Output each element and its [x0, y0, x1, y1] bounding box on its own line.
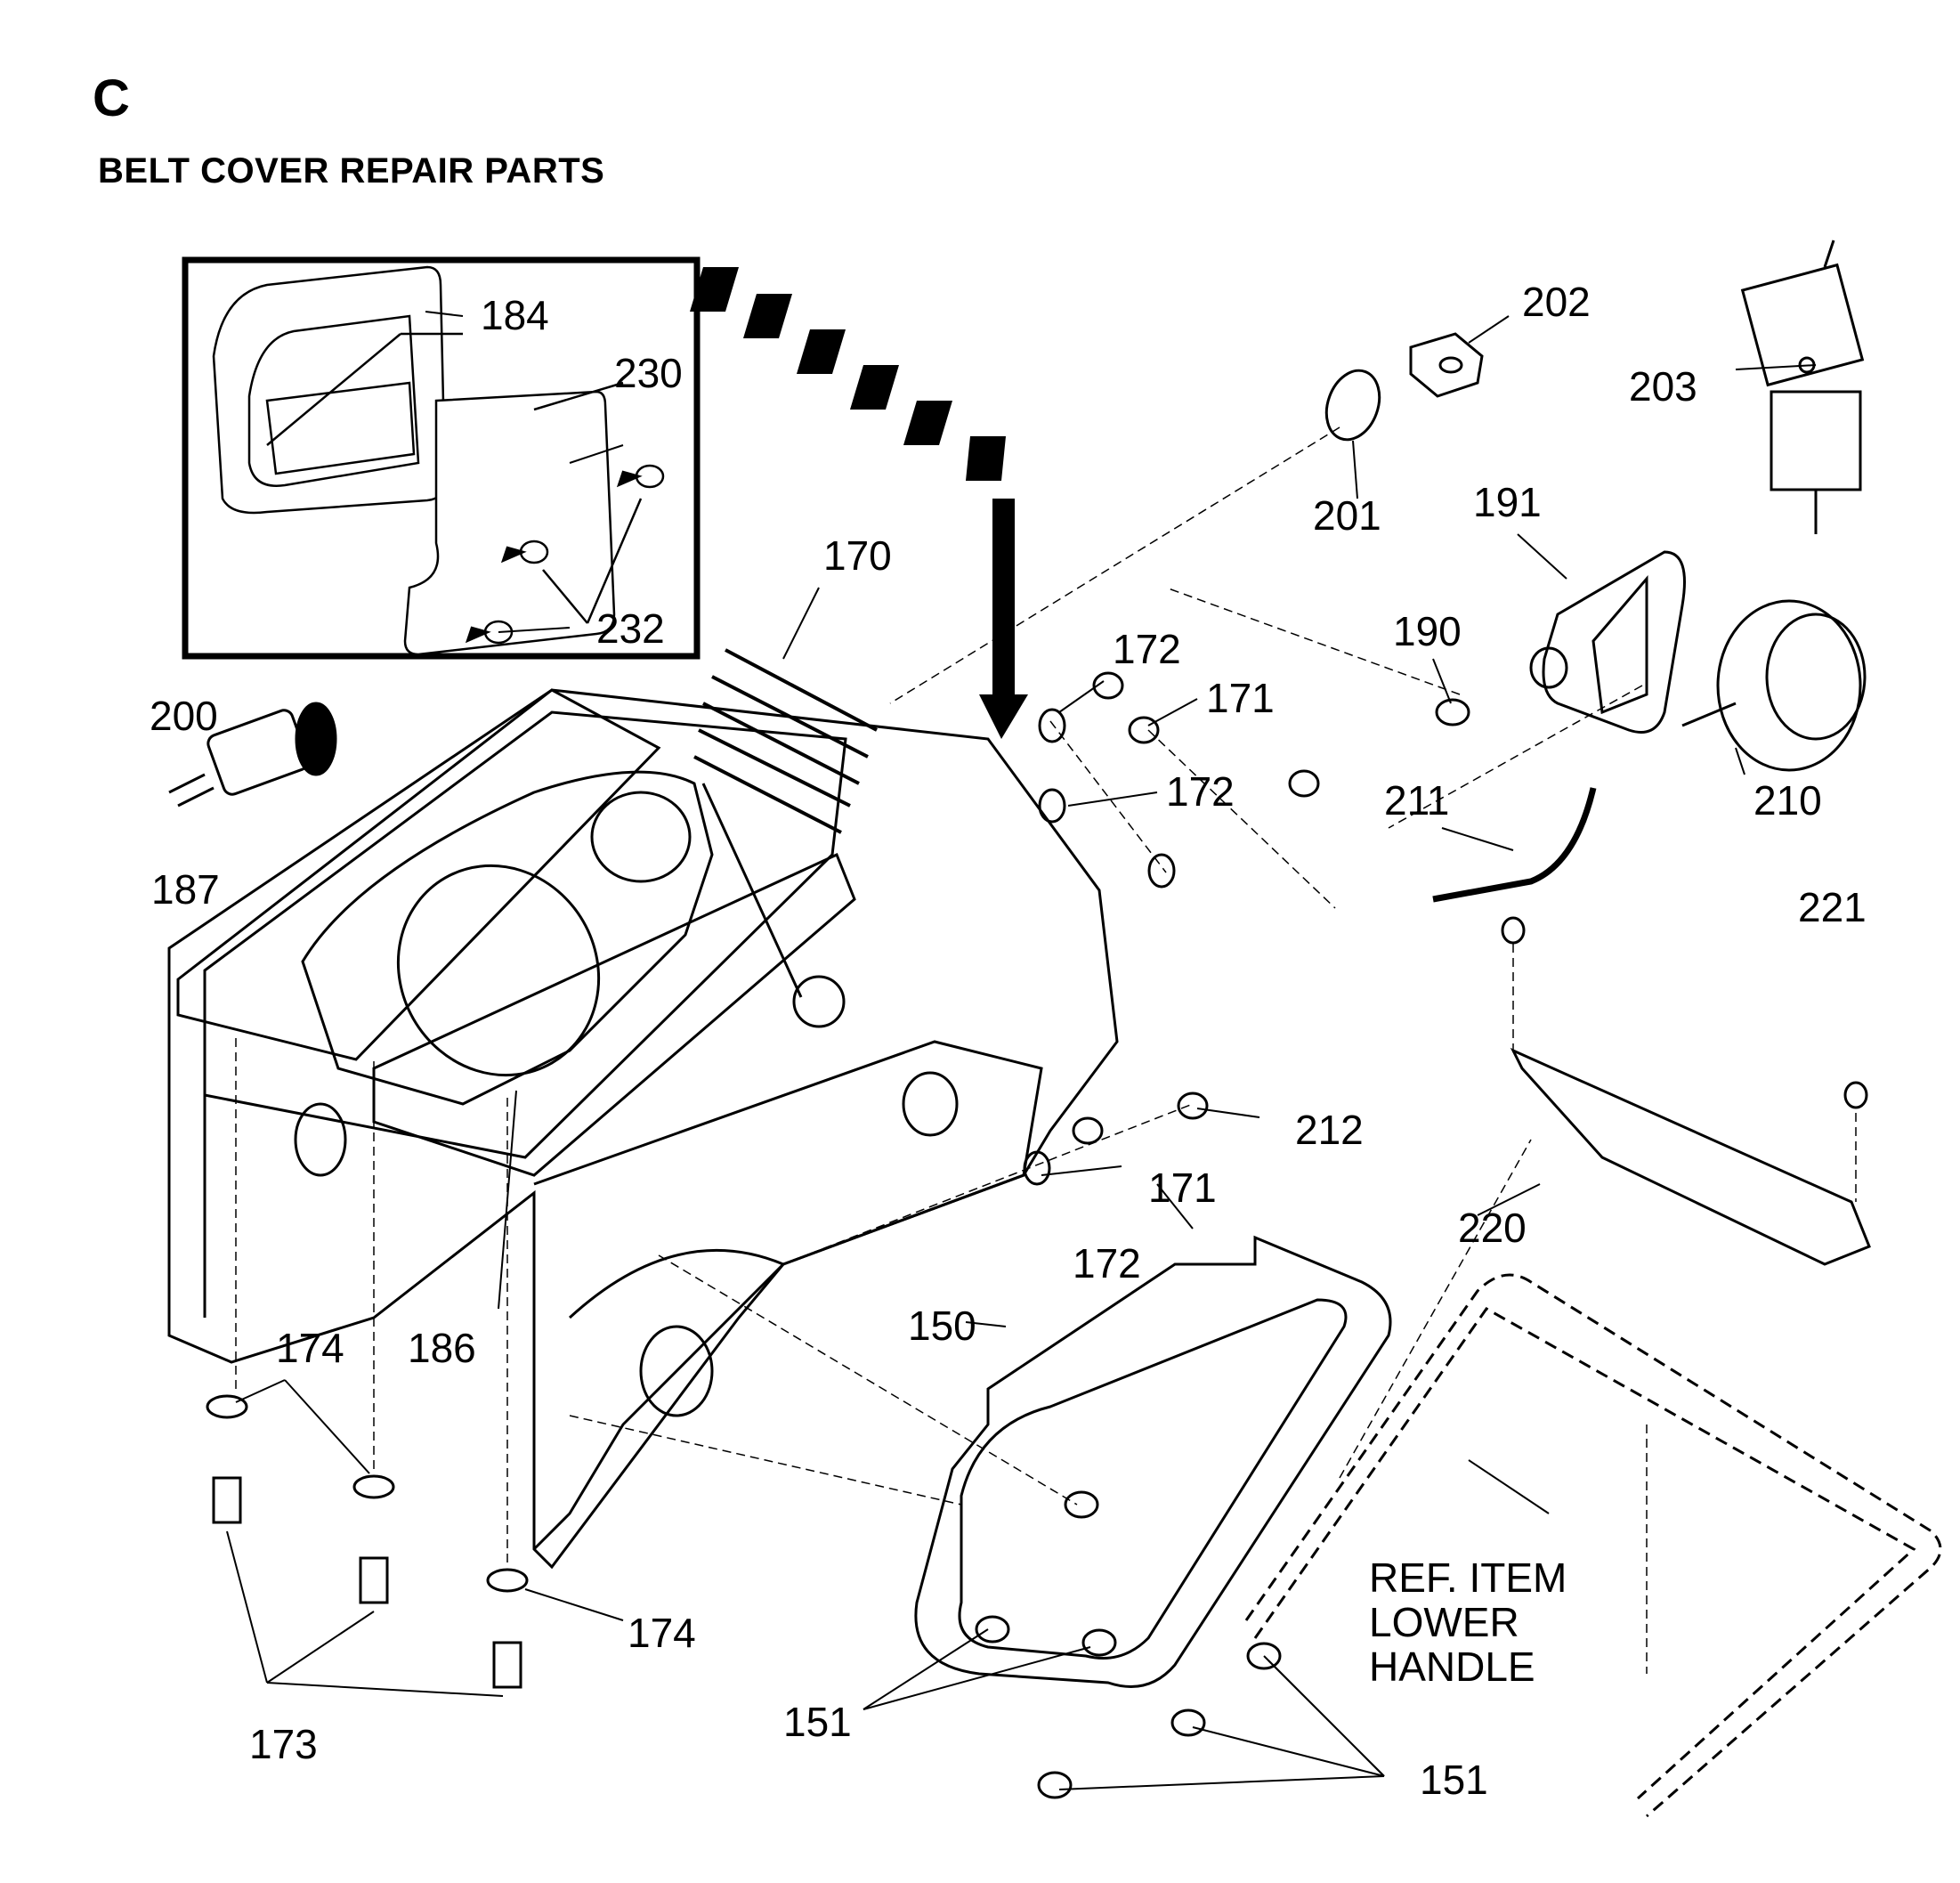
ref-note-line3: HANDLE [1369, 1644, 1535, 1690]
callout-173: 173 [249, 1721, 318, 1767]
callout-203: 203 [1629, 363, 1697, 410]
washer-icon [1324, 332, 1484, 726]
key-icon [1740, 239, 1865, 534]
callout-150: 150 [908, 1303, 976, 1349]
callout-200: 200 [150, 693, 218, 739]
callout-186: 186 [408, 1325, 476, 1371]
callout-174: 174 [276, 1325, 344, 1371]
callout-172: 172 [1073, 1240, 1141, 1286]
switch-icon [168, 702, 337, 808]
callout-187: 187 [151, 866, 220, 913]
callout-201: 201 [1313, 492, 1381, 539]
belt-cover [914, 1235, 1392, 1688]
screw-icon [616, 464, 665, 489]
callout-190: 190 [1393, 608, 1462, 654]
callout-221: 221 [1798, 884, 1867, 930]
belt-housing [167, 688, 1119, 1570]
callout-171: 171 [1148, 1165, 1217, 1211]
screw-icon [975, 671, 1868, 1799]
callout-202: 202 [1522, 279, 1591, 325]
callout-151: 151 [1420, 1757, 1488, 1803]
callout-210: 210 [1753, 777, 1822, 824]
callout-212: 212 [1295, 1107, 1364, 1153]
bracket [1510, 1047, 1871, 1266]
screw-icon [500, 540, 549, 564]
dashed-reference-lines [235, 426, 1857, 1674]
callout-172: 172 [1166, 768, 1235, 815]
callout-172: 172 [1113, 626, 1181, 672]
vent-slots [693, 648, 878, 834]
section-letter: C [93, 69, 130, 127]
washer-icon [206, 708, 1176, 1593]
callout-191: 191 [1473, 479, 1542, 525]
wire [1432, 787, 1597, 903]
callout-184: 184 [481, 292, 549, 338]
lower-handle [1244, 1273, 1942, 1818]
callout-151: 151 [783, 1699, 852, 1745]
callout-170: 170 [823, 532, 892, 579]
choke-knob-icon [1681, 599, 1867, 772]
callout-232: 232 [596, 605, 665, 652]
callout-220: 220 [1458, 1205, 1527, 1251]
ref-note-line2: LOWER [1369, 1599, 1519, 1645]
callout-174: 174 [628, 1610, 696, 1656]
inset-detail [182, 256, 701, 660]
fuel-primer-icon [1529, 550, 1686, 734]
callout-211: 211 [1384, 777, 1449, 824]
callout-230: 230 [614, 350, 683, 396]
transfer-arrow-icon [690, 267, 1028, 739]
callout-171: 171 [1206, 675, 1275, 721]
bolt-icon [212, 1476, 522, 1689]
ref-note-line1: REF. ITEM [1369, 1554, 1567, 1601]
page-title: BELT COVER REPAIR PARTS [98, 151, 605, 191]
